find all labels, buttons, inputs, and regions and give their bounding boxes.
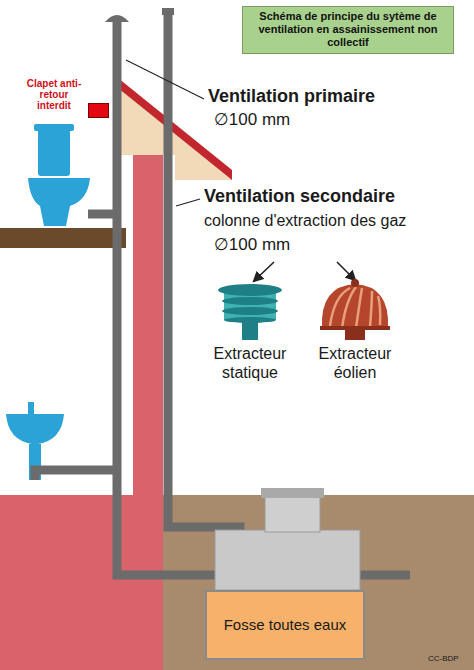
wind-extractor-icon (320, 279, 390, 340)
leader-line (176, 199, 200, 206)
extractor-caption: Extracteur statique (202, 344, 298, 382)
diameter-label: ∅100 mm (214, 110, 290, 130)
title-box: Schéma de principe du sytème de ventilat… (242, 6, 454, 54)
pipes (35, 14, 410, 575)
house-floor (0, 495, 163, 670)
extractor-node: Extracteur éolien (305, 344, 405, 382)
vent-cap (105, 15, 129, 22)
check-valve-mark (88, 103, 109, 118)
septic-tank: Fosse toutes eaux (205, 590, 365, 660)
outlet-pipe (360, 571, 410, 580)
diameter-label: ∅100 mm (214, 235, 290, 255)
floor-beam (0, 228, 126, 248)
tank-riser (265, 496, 320, 532)
extractor-caption: Extracteur éolien (307, 344, 403, 382)
watermark: CC-BDP (428, 654, 459, 664)
warning-label: Clapet anti-retour interdit (24, 78, 84, 111)
tank-top (215, 530, 360, 590)
tank-lid (261, 488, 324, 498)
sink-drain (35, 470, 117, 480)
title-text: Schéma de principe du sytème de ventilat… (247, 10, 449, 50)
vent-description: colonne d'extraction des gaz (204, 211, 406, 230)
toilet (28, 124, 90, 226)
tank-label: Fosse toutes eaux (224, 616, 347, 634)
vent-label: Ventilation primaire (208, 86, 375, 108)
vent-top (162, 8, 174, 15)
vent-label: Ventilation secondaire (204, 186, 395, 208)
pointer-arrow (337, 262, 355, 280)
pointer-arrow (254, 262, 274, 281)
house-wall (133, 150, 163, 495)
soil (163, 495, 474, 670)
toilet-drain (88, 210, 117, 219)
leader-line (126, 60, 204, 99)
check-valve-box: Clapet anti-retour interdit (24, 78, 116, 124)
static-extractor-icon (218, 284, 282, 340)
extractor-node: Extracteur statique (200, 344, 300, 382)
